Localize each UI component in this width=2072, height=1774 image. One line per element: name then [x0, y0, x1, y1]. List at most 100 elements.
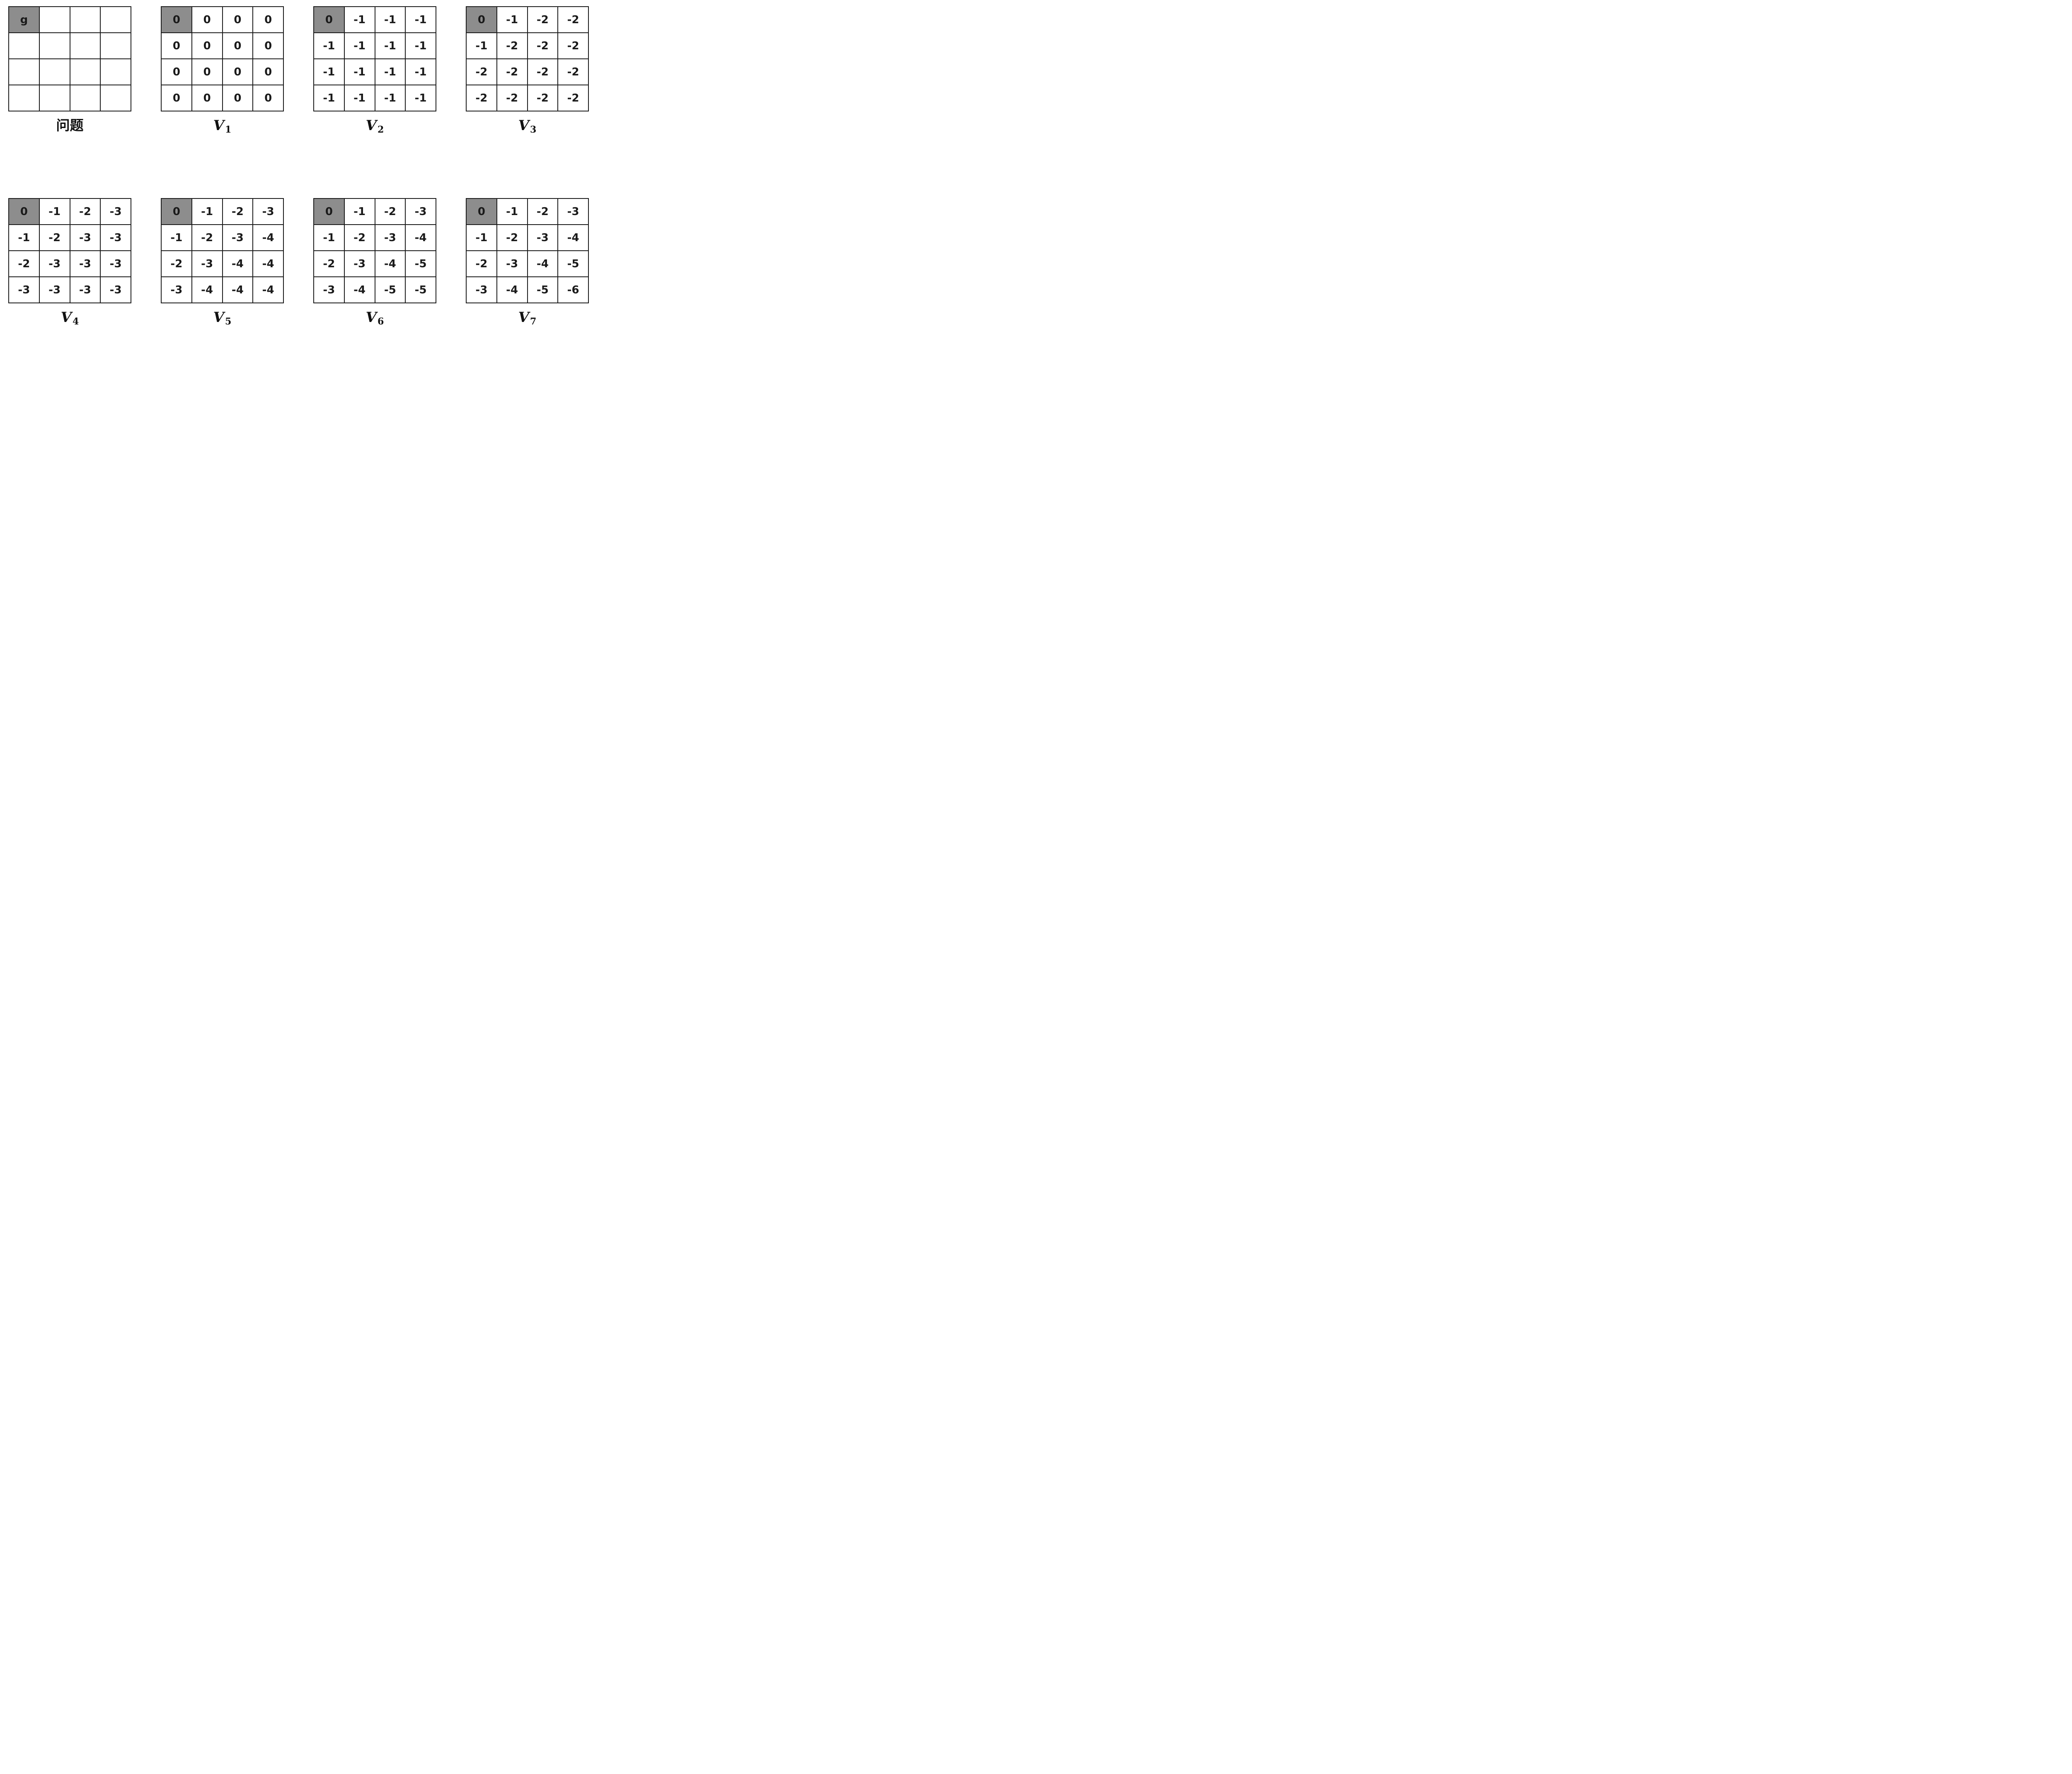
grid-cell: 0 — [191, 33, 223, 59]
grid-cell: -6 — [558, 277, 588, 303]
grid-cell — [39, 85, 70, 111]
caption-v2-base: V — [366, 117, 377, 134]
grid-cell: -3 — [100, 251, 131, 277]
caption-v2-sub: 2 — [378, 124, 384, 136]
grid-cell: 0 — [161, 85, 192, 111]
grid-cell: -3 — [70, 277, 101, 303]
grid-cell: -1 — [314, 225, 344, 251]
grid-cell: -1 — [375, 59, 406, 85]
grid-cell: -1 — [344, 59, 375, 85]
grid-cell: -2 — [39, 225, 70, 251]
grid-cell — [70, 7, 101, 33]
caption-v1-base: V — [213, 117, 224, 134]
grid-cell: -2 — [558, 7, 588, 33]
grid-cell: 0 — [161, 59, 192, 85]
grid-v6: 0-1-2-3-1-2-3-4-2-3-4-5-3-4-5-5 — [313, 198, 436, 303]
grid-cell — [100, 7, 131, 33]
caption-v5-sub: 5 — [225, 316, 232, 327]
caption-problem: 问题 — [56, 117, 84, 133]
grid-cell: 0 — [253, 85, 283, 111]
panel-problem: g 问题 — [8, 6, 131, 136]
caption-v2: V2 — [366, 116, 384, 136]
grid-cell: -1 — [466, 33, 497, 59]
grid-cell: -3 — [222, 225, 253, 251]
caption-v4-sub: 4 — [73, 316, 79, 327]
grid-cell: -1 — [314, 85, 344, 111]
caption-v6: V6 — [366, 307, 384, 327]
grid-cell: -3 — [9, 277, 39, 303]
caption-v4-base: V — [61, 309, 72, 326]
caption-v5-base: V — [213, 309, 224, 326]
grid-cell: -2 — [9, 251, 39, 277]
grid-cell: 0 — [222, 85, 253, 111]
grid-cell: -1 — [496, 198, 528, 225]
grid-cell: -2 — [527, 59, 558, 85]
grid-cell — [39, 7, 70, 33]
grid-cell: -3 — [344, 251, 375, 277]
goal-cell: 0 — [466, 7, 497, 33]
grid-v7: 0-1-2-3-1-2-3-4-2-3-4-5-3-4-5-6 — [466, 198, 589, 303]
grid-cell: -3 — [405, 198, 436, 225]
grid-cell: -1 — [344, 7, 375, 33]
grid-cell: -2 — [466, 251, 497, 277]
grid-cell: -2 — [466, 85, 497, 111]
grid-v5: 0-1-2-3-1-2-3-4-2-3-4-4-3-4-4-4 — [161, 198, 284, 303]
panel-v5: 0-1-2-3-1-2-3-4-2-3-4-4-3-4-4-4 V5 — [161, 198, 284, 327]
goal-cell: 0 — [161, 7, 192, 33]
goal-cell: 0 — [161, 198, 192, 225]
grid-cell: -3 — [253, 198, 283, 225]
grid-v4: 0-1-2-3-1-2-3-3-2-3-3-3-3-3-3-3 — [8, 198, 131, 303]
grid-cell: -1 — [375, 7, 406, 33]
grid-row-2: 0-1-2-3-1-2-3-3-2-3-3-3-3-3-3-3 V4 0-1-2… — [0, 198, 597, 327]
caption-v3-base: V — [518, 117, 529, 134]
goal-cell: g — [9, 7, 39, 33]
grid-cell: -3 — [100, 277, 131, 303]
grid-cell — [39, 33, 70, 59]
grid-cell — [70, 59, 101, 85]
grid-cell: -2 — [222, 198, 253, 225]
grid-cell: -1 — [466, 225, 497, 251]
grid-cell: -1 — [375, 85, 406, 111]
grid-cell: -4 — [496, 277, 528, 303]
panel-v6: 0-1-2-3-1-2-3-4-2-3-4-5-3-4-5-5 V6 — [313, 198, 436, 327]
grid-cell: -5 — [558, 251, 588, 277]
grid-cell: -2 — [496, 33, 528, 59]
panel-v7: 0-1-2-3-1-2-3-4-2-3-4-5-3-4-5-6 V7 — [466, 198, 589, 327]
grid-cell: -4 — [405, 225, 436, 251]
grid-cell: 0 — [253, 59, 283, 85]
grid-cell: -2 — [496, 225, 528, 251]
grid-cell: -2 — [527, 7, 558, 33]
goal-cell: 0 — [466, 198, 497, 225]
grid-cell: -1 — [344, 33, 375, 59]
grid-cell: -3 — [70, 251, 101, 277]
panel-v3: 0-1-2-2-1-2-2-2-2-2-2-2-2-2-2-2 V3 — [466, 6, 589, 136]
grid-cell: 0 — [191, 85, 223, 111]
grid-cell: -3 — [558, 198, 588, 225]
grid-cell: -2 — [496, 59, 528, 85]
grid-cell: -1 — [496, 7, 528, 33]
grid-problem: g — [8, 6, 131, 111]
grid-cell: -3 — [39, 251, 70, 277]
grid-cell: -3 — [100, 198, 131, 225]
grid-cell: -2 — [375, 198, 406, 225]
grid-cell: -1 — [314, 59, 344, 85]
grid-cell: -4 — [222, 277, 253, 303]
grid-cell: -3 — [161, 277, 192, 303]
caption-v6-base: V — [366, 309, 377, 326]
grid-cell: -4 — [222, 251, 253, 277]
caption-v3: V3 — [518, 116, 537, 136]
grid-cell: -4 — [375, 251, 406, 277]
grid-cell: 0 — [161, 33, 192, 59]
grid-cell — [100, 85, 131, 111]
grid-cell: -2 — [558, 85, 588, 111]
grid-cell: -1 — [161, 225, 192, 251]
grid-cell: -1 — [344, 85, 375, 111]
grid-cell: -2 — [527, 33, 558, 59]
grid-cell: 0 — [222, 7, 253, 33]
grid-v2: 0-1-1-1-1-1-1-1-1-1-1-1-1-1-1-1 — [313, 6, 436, 111]
grid-cell: 0 — [253, 33, 283, 59]
grid-cell: -2 — [558, 59, 588, 85]
grid-cell — [100, 59, 131, 85]
